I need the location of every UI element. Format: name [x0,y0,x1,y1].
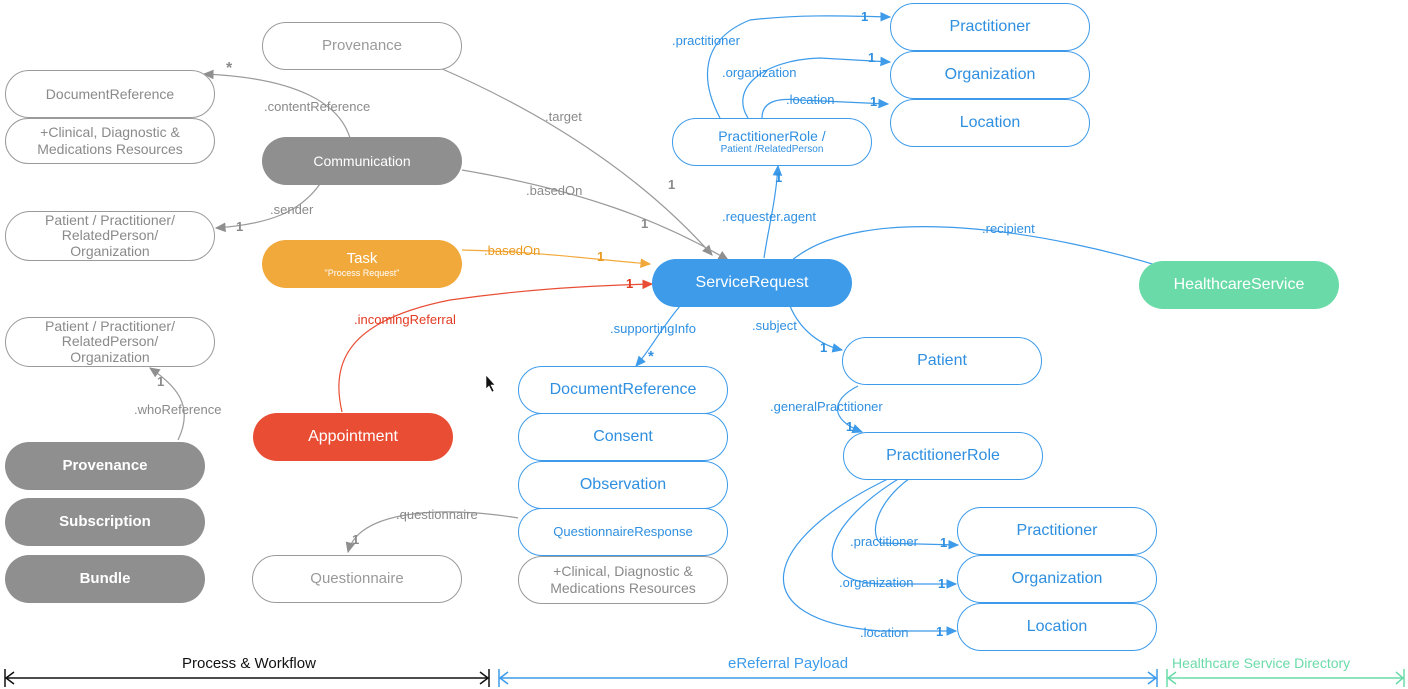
mult-subject: 1 [820,340,828,355]
label-target: .target [545,109,582,124]
label-practitioner-top: .practitioner [672,33,740,48]
label-questionnaire: .questionnaire [396,507,478,522]
label-location-bottom: .location [860,625,909,640]
mult-content-reference: * [226,60,233,77]
section-process-workflow: Process & Workflow [178,655,320,672]
node-observation[interactable]: Observation [518,461,728,509]
node-appointment[interactable]: Appointment [253,413,453,461]
edge-task-based-on [461,249,652,268]
edge-who-reference [149,367,185,441]
mouse-cursor-icon [485,374,496,393]
edge-supporting-info [635,305,681,367]
node-patient-group-2[interactable]: Patient / Practitioner/ RelatedPerson/ O… [5,317,215,367]
mult-target: 1 [668,177,676,192]
practitioner-role-subtitle: Patient /RelatedPerson [720,144,824,156]
mult-general-practitioner: 1 [846,419,854,434]
section-healthcare-directory: Healthcare Service Directory [1168,655,1355,671]
node-location-bottom[interactable]: Location [957,603,1157,651]
node-questionnaire-response[interactable]: QuestionnaireResponse [518,508,728,556]
mult-based-on-gray: 1 [641,216,649,231]
mult-practitioner-bottom: 1 [940,535,948,550]
node-provenance-top[interactable]: Provenance [262,22,462,70]
label-organization-bottom: .organization [839,575,914,590]
edge-general-practitioner [836,385,864,434]
label-organization-top: .organization [722,65,797,80]
label-practitioner-bottom: .practitioner [850,534,918,549]
edge-content-reference [202,69,351,139]
edge-recipient [789,226,1180,274]
mult-location-bottom: 1 [936,624,944,639]
task-subtitle: "Process Request" [324,267,400,278]
node-organization-bottom[interactable]: Organization [957,555,1157,603]
label-incoming-referral: .incomingReferral [354,312,456,327]
mult-sender: 1 [236,219,244,234]
edge-based-on-gray [461,169,730,261]
edge-location-bottom [783,477,958,636]
label-subject: .subject [752,318,797,333]
practitioner-role-title: PractitionerRole / [718,127,826,144]
mult-organization-top: 1 [868,50,876,65]
label-location-top: .location [786,92,835,107]
mult-incoming-referral: 1 [626,276,634,291]
label-general-practitioner: .generalPractitioner [770,399,883,414]
edge-location-top [761,98,890,119]
edge-sender [214,183,321,233]
node-document-reference-mid[interactable]: DocumentReference [518,366,728,414]
mult-supporting-info: * [648,348,654,365]
label-who-reference: .whoReference [134,402,222,417]
label-task-based-on: .basedOn [484,243,541,258]
edge-target [439,67,713,256]
label-supporting-info: .supportingInfo [610,321,697,336]
section-ereferral-payload: eReferral Payload [724,655,853,672]
node-subscription[interactable]: Subscription [5,498,205,546]
edge-organization-bottom [831,477,958,589]
node-provenance-filled[interactable]: Provenance [5,442,205,490]
edge-questionnaire [345,511,519,554]
node-organization-top[interactable]: Organization [890,51,1090,99]
mult-task-based-on: 1 [597,249,605,264]
node-task[interactable]: Task "Process Request" [262,240,462,288]
edge-requester-agent [763,164,783,259]
edge-organization-top [742,56,892,119]
node-clinical-mid[interactable]: +Clinical, Diagnostic & Medications Reso… [518,556,728,604]
mult-who-reference: 1 [157,374,165,389]
node-patient-group-1[interactable]: Patient / Practitioner/ RelatedPerson/ O… [5,211,215,261]
mult-questionnaire: 1 [352,532,360,547]
node-service-request[interactable]: ServiceRequest [652,259,852,307]
mult-location-top: 1 [870,94,878,109]
label-sender: .sender [270,202,314,217]
edge-practitioner-top [706,11,892,119]
label-requester-agent: .requester.agent [722,209,816,224]
node-practitioner-role-top[interactable]: PractitionerRole / Patient /RelatedPerso… [672,118,872,166]
mult-practitioner-top: 1 [861,9,869,24]
node-location-top[interactable]: Location [890,99,1090,147]
node-practitioner-bottom[interactable]: Practitioner [957,507,1157,555]
mult-requester-agent: 1 [775,170,783,185]
edge-practitioner-bottom [874,477,960,550]
label-recipient: .recipient [982,221,1035,236]
edge-incoming-referral [338,279,654,413]
node-consent[interactable]: Consent [518,413,728,461]
mult-organization-bottom: 1 [938,576,946,591]
node-clinical-left[interactable]: +Clinical, Diagnostic & Medications Reso… [5,118,215,164]
task-title: Task [346,249,378,267]
node-healthcare-service[interactable]: HealthcareService [1139,261,1339,309]
node-questionnaire[interactable]: Questionnaire [252,555,462,603]
node-practitioner-top[interactable]: Practitioner [890,3,1090,51]
label-content-reference: .contentReference [264,99,371,114]
node-patient[interactable]: Patient [842,337,1042,385]
node-practitioner-role-bottom[interactable]: PractitionerRole [843,432,1043,480]
node-communication[interactable]: Communication [262,137,462,185]
node-document-reference-left[interactable]: DocumentReference [5,70,215,118]
label-based-on-gray: .basedOn [526,183,583,198]
node-bundle[interactable]: Bundle [5,555,205,603]
edge-subject [789,305,844,353]
